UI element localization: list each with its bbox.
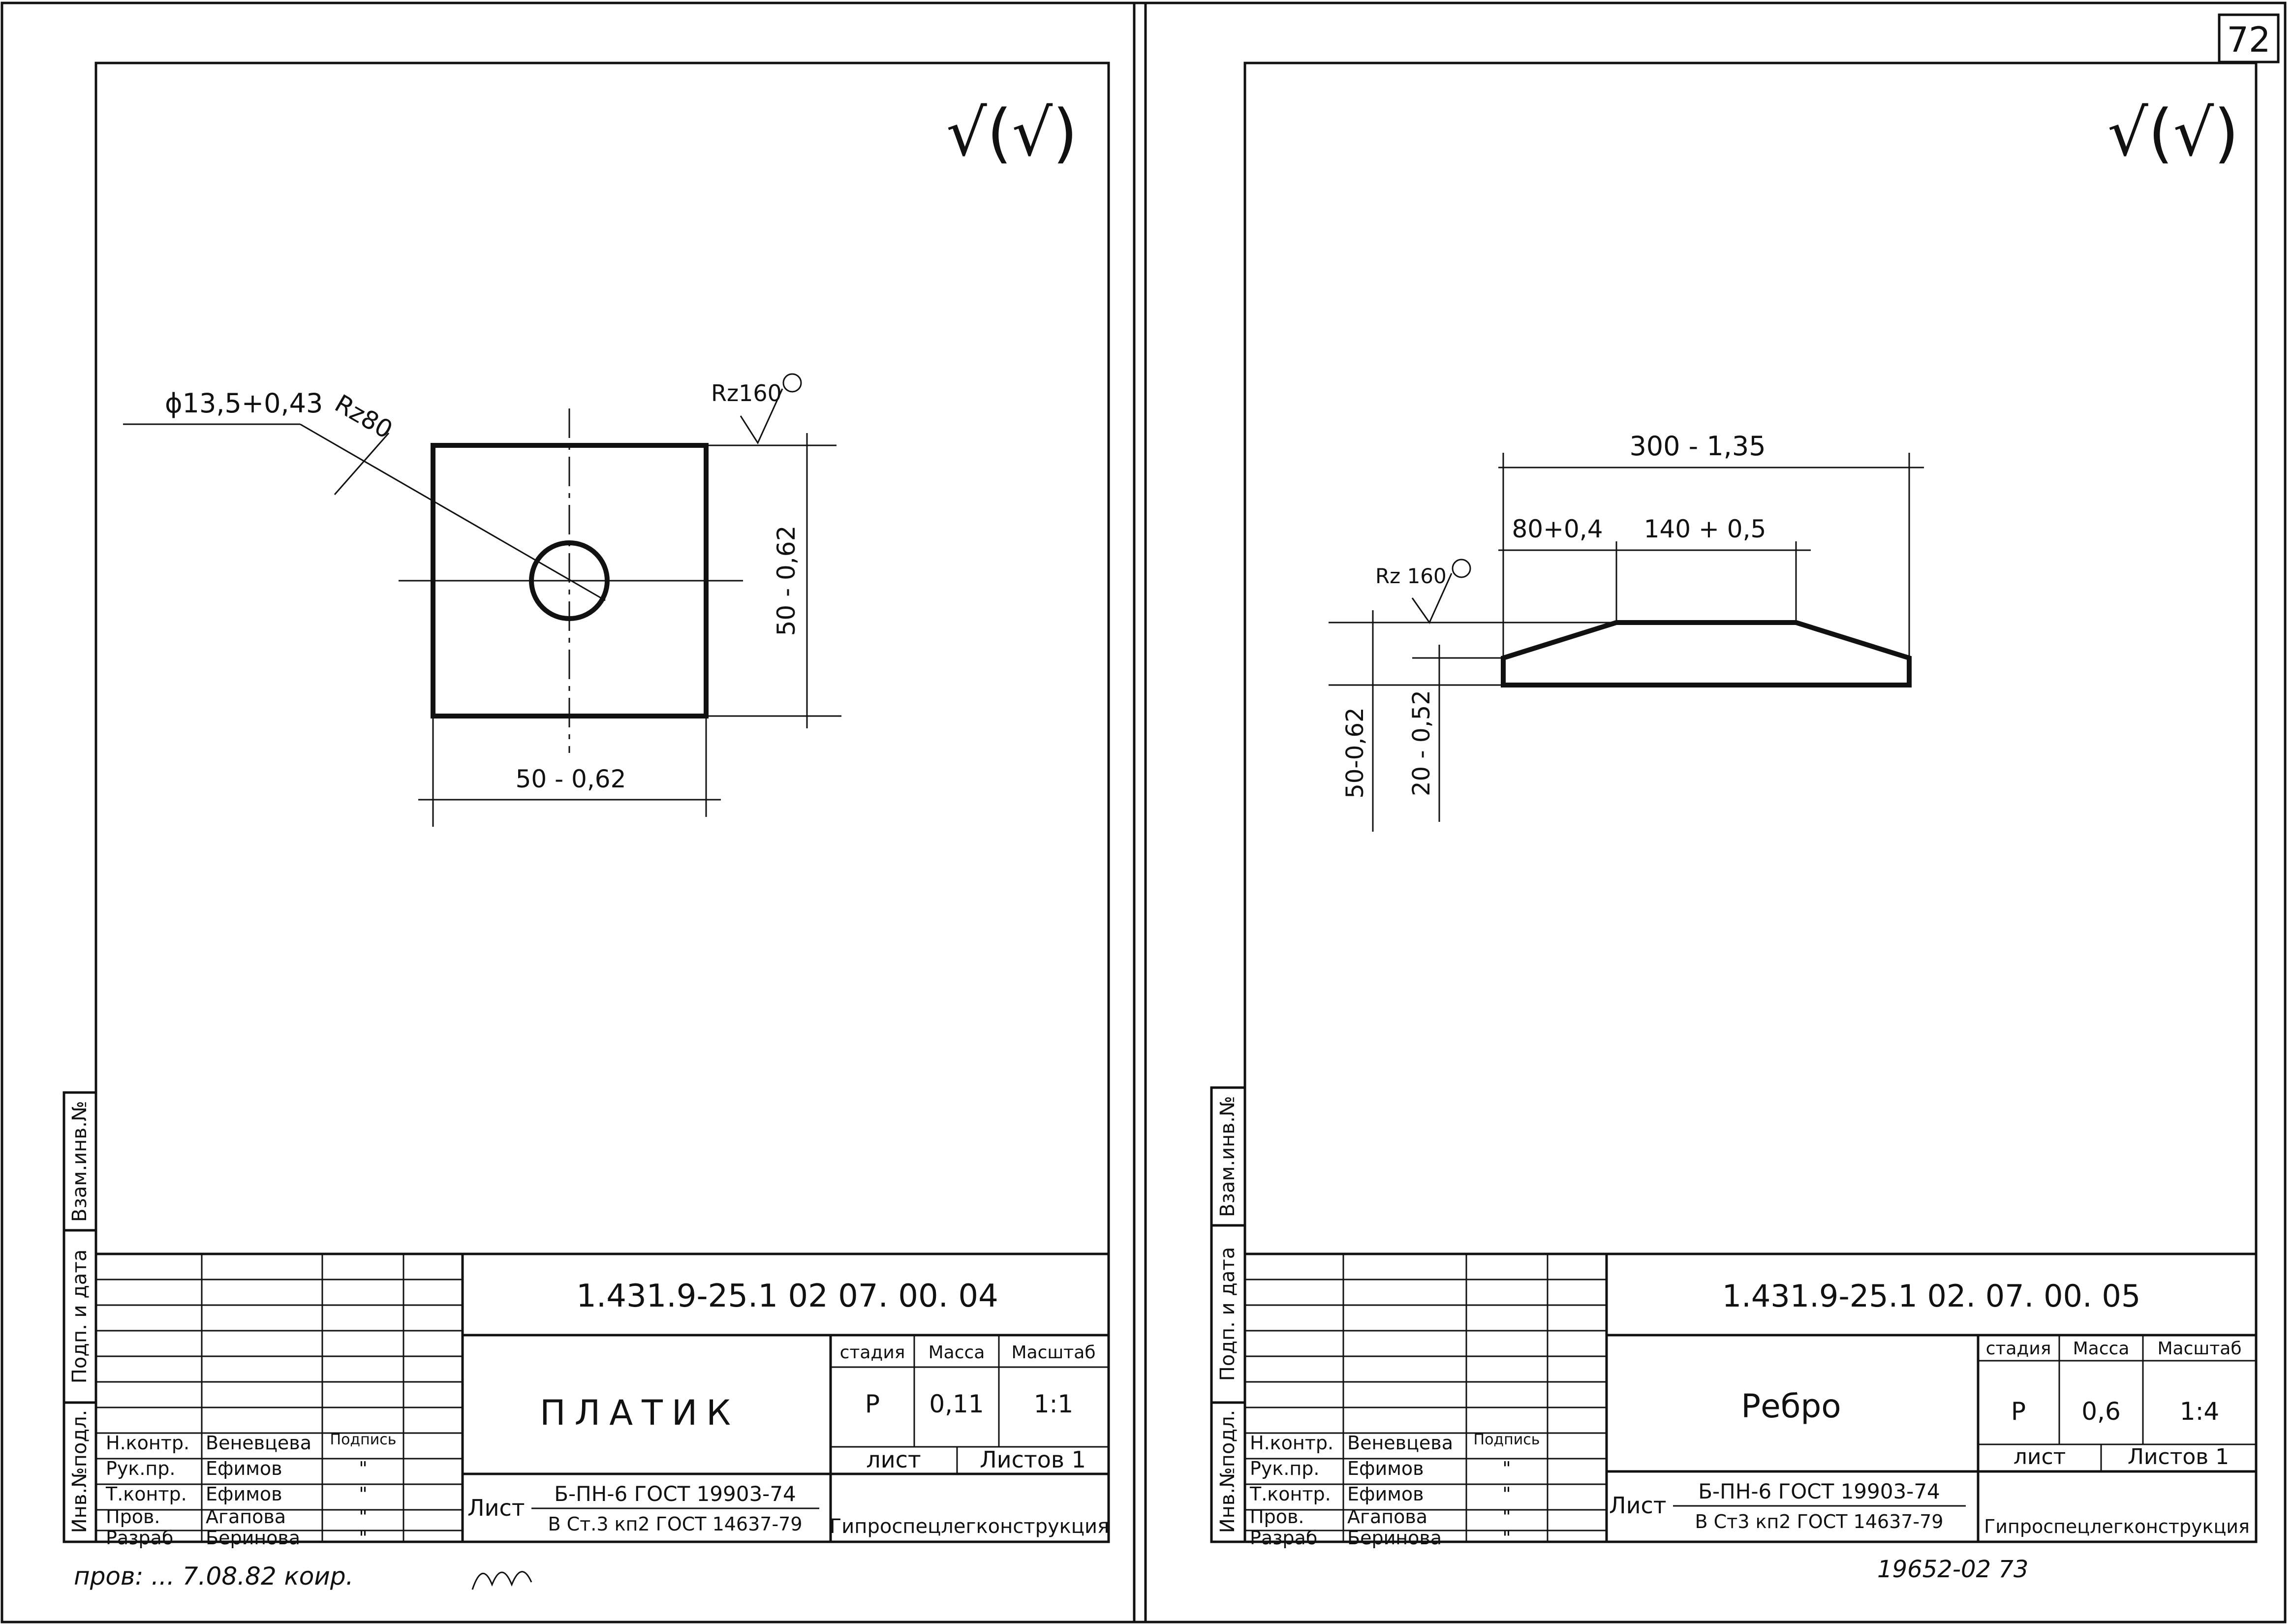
dim-left: 80+0,4 bbox=[1512, 515, 1603, 543]
part-name: ПЛАТИК bbox=[540, 1393, 740, 1433]
sheet-label-right: лист bbox=[2014, 1444, 2066, 1469]
side-label-podp-right: Подп. и дата bbox=[1216, 1247, 1239, 1381]
rz80-tick bbox=[334, 433, 390, 495]
material-prefix: Лист bbox=[467, 1495, 525, 1521]
role-1: Н.контр. bbox=[106, 1432, 189, 1454]
role-2: Рук.пр. bbox=[106, 1458, 175, 1479]
roughness-symbol: √(√) bbox=[946, 95, 1078, 170]
role-5-right: Разраб bbox=[1250, 1527, 1317, 1549]
rib-part bbox=[1501, 620, 1912, 687]
designation: 1.431.9-25.1 02 07. 00. 04 bbox=[576, 1278, 998, 1314]
left-side-stamp: Взам.инв.№ Подп. и дата Инв.№подл. bbox=[62, 1091, 97, 1543]
left-title-block: 1.431.9-25.1 02 07. 00. 04 ПЛАТИК стадия… bbox=[96, 1252, 1109, 1549]
dim-rz160-right: Rz 160 bbox=[1375, 564, 1447, 588]
role-4-right: Пров. bbox=[1250, 1506, 1304, 1528]
role-4: Пров. bbox=[106, 1506, 160, 1528]
stage-right: Р bbox=[2011, 1397, 2026, 1426]
dim-total: 300 - 1,35 bbox=[1629, 431, 1766, 462]
left-sheet: √(√) ϕ13,5+0,43 Rz80 Rz160 50 - 0,62 50 … bbox=[62, 62, 1110, 1591]
name-2: Ефимов bbox=[206, 1458, 282, 1479]
role-5: Разраб bbox=[106, 1527, 173, 1549]
name-3: Ефимов bbox=[206, 1483, 282, 1505]
role-2-right: Рук.пр. bbox=[1250, 1458, 1319, 1479]
sign-2: " bbox=[359, 1483, 367, 1505]
material-prefix-right: Лист bbox=[1609, 1492, 1667, 1519]
mass-right: 0,6 bbox=[2081, 1397, 2121, 1426]
side-label-inv-right: Инв.№подл. bbox=[1216, 1410, 1239, 1533]
role-3-right: Т.контр. bbox=[1249, 1483, 1331, 1505]
roughness-symbol-right: √(√) bbox=[2107, 95, 2239, 170]
hdr-scale: Масштаб bbox=[1011, 1343, 1095, 1363]
sign-1: " bbox=[359, 1458, 367, 1479]
hdr-mass-right: Масса bbox=[2073, 1339, 2130, 1359]
sign-4: " bbox=[359, 1527, 367, 1549]
name-5: Беринова bbox=[206, 1527, 300, 1549]
right-title-block: 1.431.9-25.1 02. 07. 00. 05 Ребро стадия… bbox=[1245, 1252, 2256, 1549]
material-bottom: В Ст.3 кп2 ГОСТ 14637-79 bbox=[548, 1513, 802, 1535]
name-5-right: Беринова bbox=[1347, 1527, 1442, 1549]
right-frame bbox=[1243, 62, 2258, 1543]
leader-hole bbox=[300, 423, 606, 601]
scale: 1:1 bbox=[1034, 1390, 1073, 1418]
hdr-mass: Масса bbox=[929, 1343, 985, 1363]
signature-mark bbox=[471, 1571, 532, 1590]
side-label-vzam: Взам.инв.№ bbox=[68, 1101, 91, 1222]
side-label-podp: Подп. и дата bbox=[68, 1249, 91, 1383]
dim-rz160: Rz160 bbox=[711, 380, 782, 406]
side-label-inv: Инв.№подл. bbox=[68, 1410, 91, 1533]
scale-right: 1:4 bbox=[2180, 1397, 2219, 1426]
material-bottom-right: В Ст3 кп2 ГОСТ 14637-79 bbox=[1695, 1511, 1944, 1532]
dim-height: 50 - 0,62 bbox=[772, 526, 801, 636]
dim-width: 50 - 0,62 bbox=[516, 765, 626, 793]
material-top-right: Б-ПН-6 ГОСТ 19903-74 bbox=[1698, 1479, 1940, 1503]
sign-1-right: " bbox=[1502, 1458, 1511, 1479]
page-number: 72 bbox=[2227, 20, 2270, 60]
hdr-scale-right: Масштаб bbox=[2157, 1339, 2241, 1359]
mass: 0,11 bbox=[929, 1390, 984, 1418]
rz160-check bbox=[740, 388, 783, 445]
footer-number: 19652-02 73 bbox=[1877, 1556, 2028, 1583]
name-3-right: Ефимов bbox=[1347, 1483, 1424, 1505]
sheets-label-right: Листов 1 bbox=[2128, 1444, 2229, 1469]
sign-4-right: " bbox=[1502, 1527, 1511, 1549]
role-3: Т.контр. bbox=[105, 1483, 187, 1505]
sign-3-right: " bbox=[1502, 1506, 1511, 1528]
podpis-header: Подпись bbox=[330, 1431, 397, 1448]
designation-right: 1.431.9-25.1 02. 07. 00. 05 bbox=[1722, 1278, 2141, 1314]
stage: Р bbox=[865, 1390, 880, 1418]
side-label-vzam-right: Взам.инв.№ bbox=[1216, 1096, 1239, 1217]
hdr-stage-right: стадия bbox=[1986, 1339, 2051, 1359]
dim-hole: ϕ13,5+0,43 bbox=[165, 388, 323, 419]
part-name-right: Ребро bbox=[1741, 1387, 1841, 1425]
name-1-right: Веневцева bbox=[1347, 1432, 1453, 1454]
right-side-stamp: Взам.инв.№ Подп. и дата Инв.№подл. bbox=[1210, 1086, 1246, 1543]
left-frame bbox=[94, 62, 1110, 1543]
dim-h20: 20 - 0,52 bbox=[1408, 690, 1435, 796]
name-4-right: Агапова bbox=[1347, 1506, 1427, 1528]
sheets-label: Листов 1 bbox=[980, 1446, 1086, 1473]
right-sheet: √(√) 300 - 1,35 80+0,4 140 + 0,5 Rz 160 … bbox=[1210, 62, 2258, 1583]
name-2-right: Ефимов bbox=[1347, 1458, 1424, 1479]
dim-rz80: Rz80 bbox=[330, 389, 398, 445]
sign-3: " bbox=[359, 1506, 367, 1528]
role-1-right: Н.контр. bbox=[1250, 1432, 1333, 1454]
name-4: Агапова bbox=[206, 1506, 286, 1528]
hdr-stage: стадия bbox=[840, 1343, 905, 1363]
sheet-label: лист bbox=[866, 1446, 921, 1473]
organization-right: Гипроспецлегконструкция bbox=[1984, 1516, 2250, 1537]
sign-2-right: " bbox=[1502, 1483, 1511, 1505]
organization: Гипроспецлегконструкция bbox=[830, 1515, 1109, 1538]
dim-h50: 50-0,62 bbox=[1341, 707, 1369, 798]
podpis-header-right: Подпись bbox=[1474, 1431, 1540, 1448]
rz160-circle bbox=[782, 373, 802, 393]
material-top: Б-ПН-6 ГОСТ 19903-74 bbox=[554, 1482, 796, 1506]
rz160-circle-right bbox=[1452, 559, 1471, 578]
name-1: Веневцева bbox=[206, 1432, 311, 1454]
handwritten-note: пров: ... 7.08.82 коир. bbox=[74, 1562, 353, 1591]
dim-mid: 140 + 0,5 bbox=[1644, 515, 1766, 543]
